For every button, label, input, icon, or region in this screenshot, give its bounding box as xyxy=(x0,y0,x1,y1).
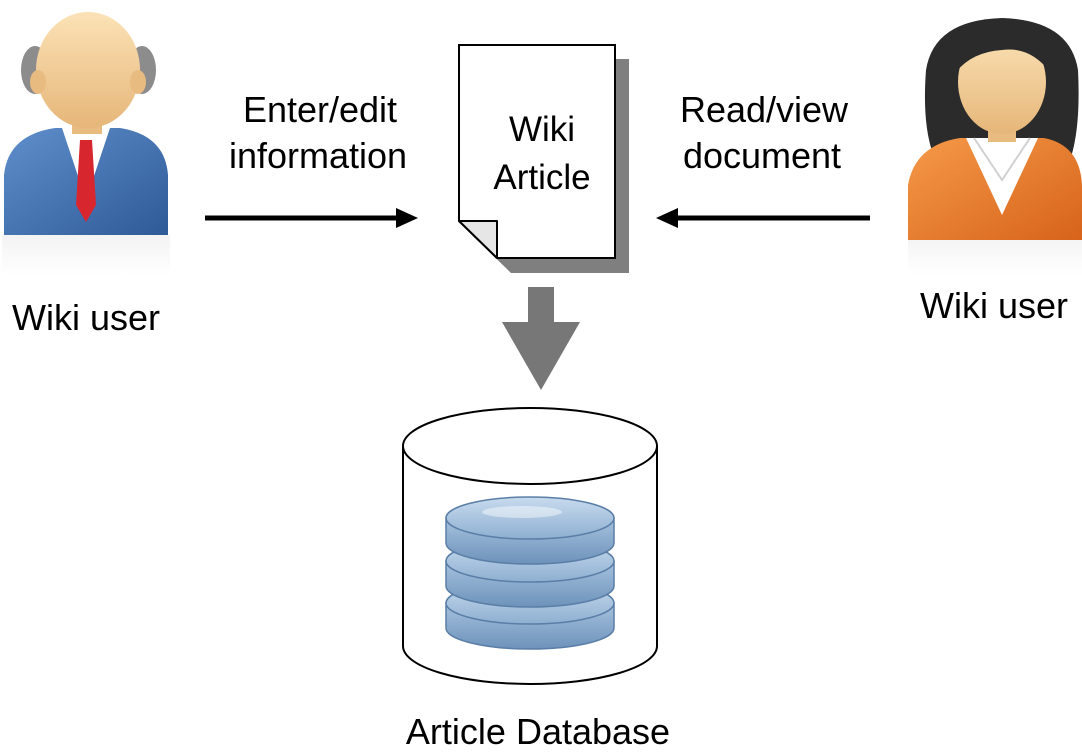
male-user-icon xyxy=(2,12,170,275)
down-arrow xyxy=(502,287,580,390)
right-user-label: Wiki user xyxy=(920,285,1068,326)
database-stack-icon xyxy=(445,496,615,650)
edit-flow-label-line2: information xyxy=(229,135,407,176)
document-icon xyxy=(458,44,629,273)
database-label: Article Database xyxy=(406,711,670,752)
left-user-label: Wiki user xyxy=(12,297,160,338)
read-arrow xyxy=(656,208,870,228)
read-flow-label-line2: document xyxy=(683,135,841,176)
edit-flow-label-line1: Enter/edit xyxy=(243,89,397,130)
article-label-line2: Article xyxy=(493,158,590,197)
read-flow-label-line1: Read/view xyxy=(680,89,849,130)
article-label-line1: Wiki xyxy=(509,110,575,149)
edit-arrow xyxy=(205,208,418,228)
female-user-icon xyxy=(908,18,1082,275)
